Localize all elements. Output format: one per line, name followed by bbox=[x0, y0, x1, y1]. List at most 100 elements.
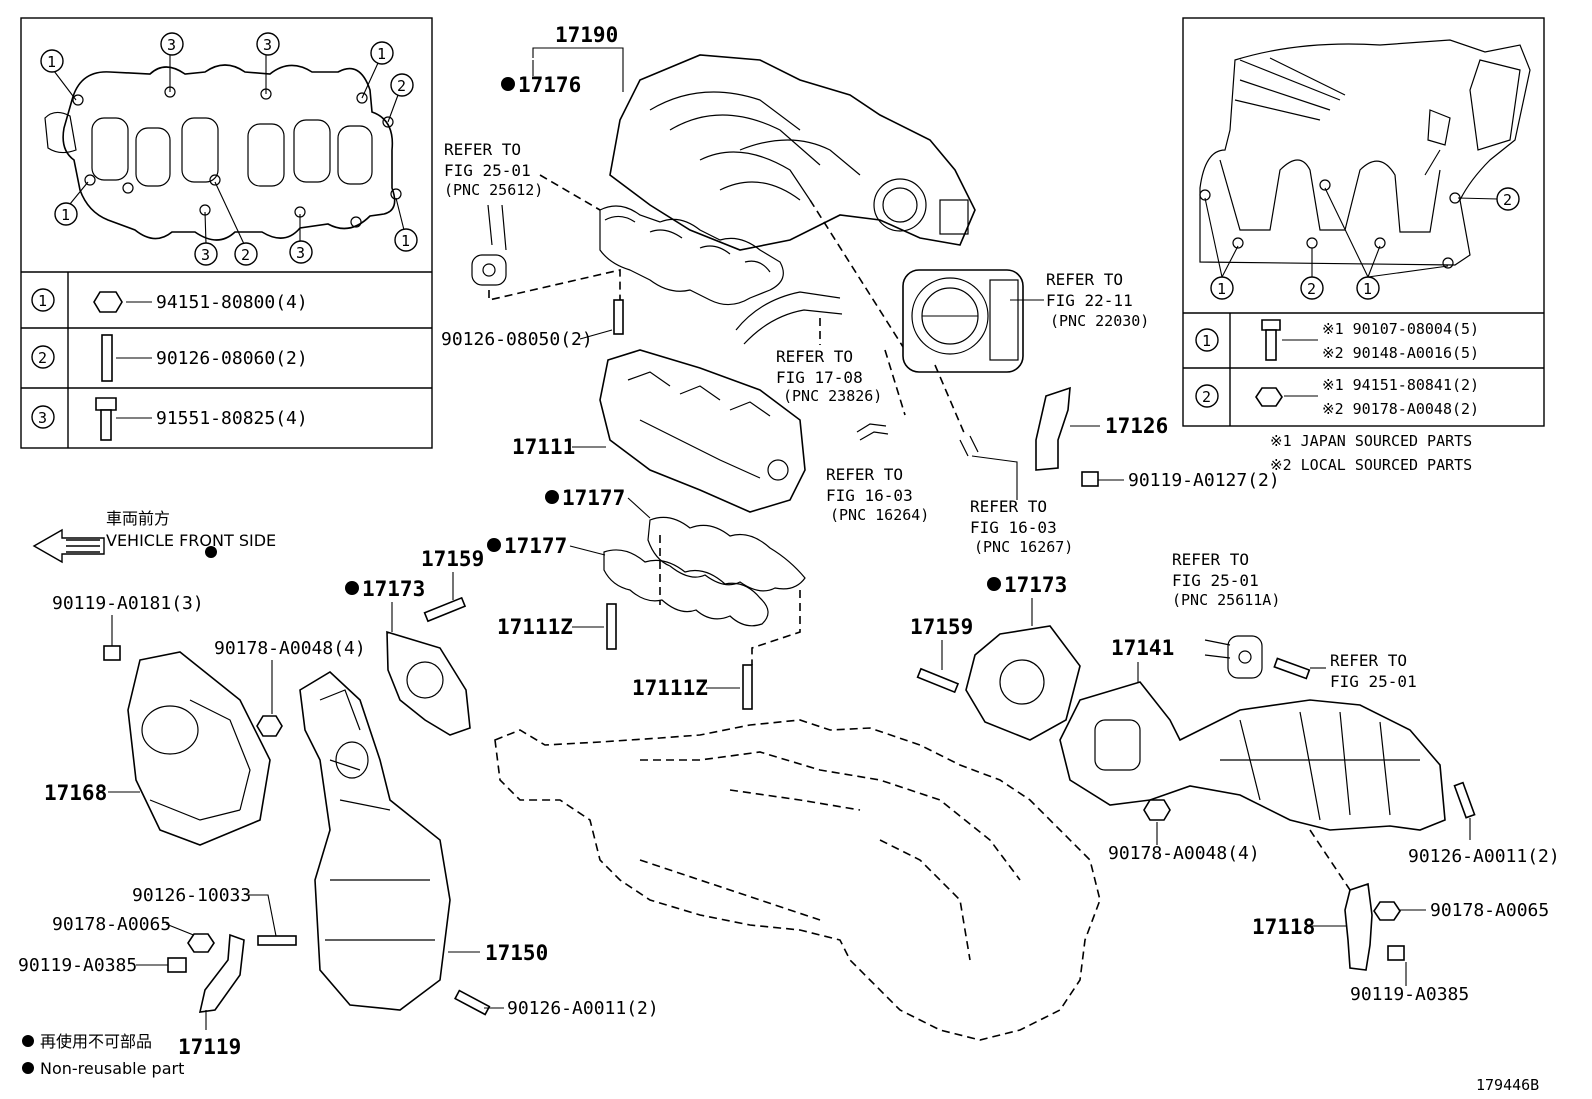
throttle-body bbox=[902, 269, 1024, 373]
intake-manifold-17190 bbox=[609, 54, 976, 251]
label-90126-10033: 90126-10033 bbox=[132, 885, 251, 906]
vehicle-front-arrow bbox=[32, 528, 105, 564]
label-17173-right: 17173 bbox=[1004, 573, 1067, 597]
inset-left-row-2: 2 90126-08060(2) bbox=[31, 334, 308, 382]
bolt-icon bbox=[1261, 319, 1281, 331]
nut-icon bbox=[187, 933, 215, 953]
non-reusable-marker bbox=[345, 581, 359, 595]
bolt-icon bbox=[167, 957, 187, 973]
non-reusable-marker bbox=[987, 577, 1001, 591]
stud-icon bbox=[606, 603, 617, 650]
label-17111Z-upper: 17111Z bbox=[497, 615, 573, 639]
label-90178-A0065-left: 90178-A0065 bbox=[52, 914, 171, 935]
svg-text:3: 3 bbox=[38, 409, 47, 427]
gasket-17177-upper bbox=[647, 516, 806, 592]
nut-icon bbox=[1255, 387, 1283, 407]
pcv-hose bbox=[471, 204, 507, 286]
svg-text:FIG 25-01: FIG 25-01 bbox=[444, 161, 531, 180]
label-90119-A0385-left: 90119-A0385 bbox=[18, 955, 137, 976]
svg-text:1: 1 bbox=[1363, 280, 1372, 298]
svg-text:(PNC 16267): (PNC 16267) bbox=[974, 538, 1073, 556]
label-90126-A0011-left: 90126-A0011(2) bbox=[507, 998, 659, 1019]
inset-left-row-3: 3 91551-80825(4) bbox=[31, 397, 308, 441]
callout-1: 1 bbox=[401, 232, 410, 250]
intake-gasket-17176 bbox=[599, 205, 784, 306]
label-90178-A0065-right: 90178-A0065 bbox=[1430, 900, 1549, 921]
svg-text:FIG 25-01: FIG 25-01 bbox=[1172, 571, 1259, 590]
diagram-code: 179446B bbox=[1476, 1076, 1539, 1094]
callout-2: 2 bbox=[397, 77, 406, 95]
inset-right-callouts: 1 2 1 2 bbox=[1204, 187, 1520, 300]
hose-16264 bbox=[856, 423, 889, 441]
callout-3: 3 bbox=[167, 36, 176, 54]
non-reusable-marker bbox=[501, 77, 515, 91]
label-17159-right: 17159 bbox=[910, 615, 973, 639]
callout-3: 3 bbox=[263, 36, 272, 54]
callout-1: 1 bbox=[47, 53, 56, 71]
label-17190: 17190 bbox=[555, 23, 618, 47]
note-japan-sourced: ※1 JAPAN SOURCED PARTS bbox=[1270, 432, 1472, 450]
inset-right-row-2: 2 ※1 94151-80841(2) ※2 90178-A0048(2) bbox=[1195, 376, 1479, 418]
inset-gasket-detail: 1 3 3 1 2 1 3 2 3 1 1 94151-80800( bbox=[20, 17, 433, 449]
non-reusable-marker bbox=[545, 490, 559, 504]
svg-text:REFER TO: REFER TO bbox=[826, 465, 903, 484]
label-17111Z-lower: 17111Z bbox=[632, 676, 708, 700]
non-reusable-marker bbox=[487, 538, 501, 552]
svg-text:REFER TO: REFER TO bbox=[970, 497, 1047, 516]
gasket-17177-lower bbox=[603, 549, 769, 627]
stud-icon bbox=[454, 989, 491, 1016]
svg-text:(PNC 25611A): (PNC 25611A) bbox=[1172, 591, 1280, 609]
callout-1: 1 bbox=[377, 45, 386, 63]
bracket-17126 bbox=[1035, 386, 1071, 471]
stud-icon bbox=[423, 596, 467, 623]
lower-intake-17111 bbox=[599, 349, 806, 513]
bolt-icon bbox=[1387, 945, 1405, 961]
part-number: 91551-80825(4) bbox=[156, 408, 308, 429]
heat-insulator-17168 bbox=[127, 651, 271, 846]
label-90119-A0127: 90119-A0127(2) bbox=[1128, 470, 1280, 491]
pipe-25611A bbox=[1204, 639, 1231, 659]
label-17126: 17126 bbox=[1105, 414, 1168, 438]
label-90119-A0181: 90119-A0181(3) bbox=[52, 593, 204, 614]
svg-text:1: 1 bbox=[1202, 332, 1211, 350]
part-number-local: ※2 90148-A0016(5) bbox=[1322, 344, 1479, 362]
non-reusable-marker bbox=[22, 1062, 34, 1074]
part-number: 94151-80800(4) bbox=[156, 292, 308, 313]
legend-jp: 再使用不可部品 bbox=[40, 1032, 152, 1051]
engine-block-outline bbox=[494, 719, 1101, 1041]
front-jp: 車両前方 bbox=[106, 509, 170, 528]
svg-text:REFER TO: REFER TO bbox=[1330, 651, 1407, 670]
callout-3: 3 bbox=[201, 246, 210, 264]
bracket-17119 bbox=[198, 933, 245, 1013]
svg-text:2: 2 bbox=[1307, 280, 1316, 298]
svg-text:1: 1 bbox=[1217, 280, 1226, 298]
stud-icon bbox=[613, 299, 624, 335]
svg-text:REFER TO: REFER TO bbox=[776, 347, 853, 366]
non-reusable-marker bbox=[22, 1035, 34, 1047]
intake-gasket-drawing bbox=[44, 64, 402, 241]
callout-2: 2 bbox=[241, 246, 250, 264]
label-17150: 17150 bbox=[485, 941, 548, 965]
label-90119-A0385-right: 90119-A0385 bbox=[1350, 984, 1469, 1005]
bolt-icon bbox=[95, 397, 117, 411]
svg-text:(PNC 22030): (PNC 22030) bbox=[1050, 312, 1149, 330]
label-17159-left: 17159 bbox=[421, 547, 484, 571]
label-17177-upper: 17177 bbox=[562, 486, 625, 510]
svg-text:(PNC 16264): (PNC 16264) bbox=[830, 506, 929, 524]
stud-icon bbox=[257, 935, 297, 946]
svg-text:REFER TO: REFER TO bbox=[1172, 550, 1249, 569]
label-17168: 17168 bbox=[44, 781, 107, 805]
stud-icon bbox=[101, 334, 113, 382]
part-number-japan: ※1 94151-80841(2) bbox=[1322, 376, 1479, 394]
label-17118: 17118 bbox=[1252, 915, 1315, 939]
inset-manifold-detail: 1 2 1 2 1 ※1 90107-08004(5) ※2 90148-A00… bbox=[1182, 17, 1545, 427]
label-17173-left: 17173 bbox=[362, 577, 425, 601]
inset-left-row-1: 1 94151-80800(4) bbox=[31, 288, 308, 313]
label-17119: 17119 bbox=[178, 1035, 241, 1059]
label-90126-08050: 90126-08050(2) bbox=[441, 329, 593, 350]
part-number: 90126-08060(2) bbox=[156, 348, 308, 369]
exhaust-manifold-17150 bbox=[299, 671, 451, 1011]
svg-text:(PNC 23826): (PNC 23826) bbox=[783, 387, 882, 405]
manifold-flange-drawing bbox=[1199, 39, 1531, 269]
